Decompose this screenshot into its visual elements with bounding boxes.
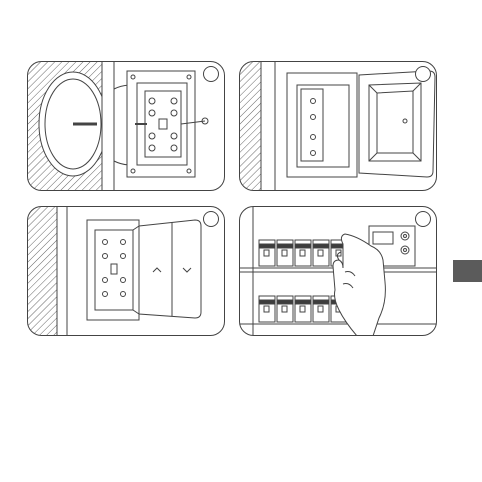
step-circle-icon [203,66,219,82]
section-tab[interactable] [453,260,482,282]
step-circle-icon [415,66,431,82]
step-circle-icon [415,211,431,227]
wall-box-mounting-illustration [27,61,225,191]
instruction-panel-3 [27,206,225,336]
frame-mounting-illustration [239,61,437,191]
instruction-panel-2 [239,61,437,191]
circuit-breaker-illustration [239,206,437,336]
cover-mounting-illustration [27,206,225,336]
step-circle-icon [203,211,219,227]
instruction-panel-4 [239,206,437,336]
instruction-panel-1 [27,61,225,191]
